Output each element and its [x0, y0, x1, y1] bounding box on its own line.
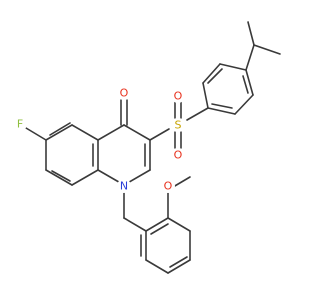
isopropyl-group	[245, 21, 281, 71]
methoxy-oxygen-label: O	[164, 180, 173, 193]
atom-fluorine: F	[13, 117, 27, 131]
atom-carbonyl-oxygen: O	[117, 86, 131, 100]
atom-sulfonyl-oxygen-upper: O	[171, 89, 185, 103]
sulfonyl-aryl-bond	[186, 107, 209, 121]
isopropylphenyl-ring	[202, 63, 254, 115]
atom-sulfur: S	[171, 118, 185, 132]
atom-ring-nitrogen: N	[117, 179, 131, 193]
methoxybenzyl-ring	[123, 217, 191, 274]
sulfonyl-carbon-bond	[149, 128, 170, 141]
atom-methoxy-oxygen: O	[161, 179, 175, 193]
fluorine-label: F	[17, 118, 23, 131]
ring-nitrogen-label: N	[120, 180, 128, 193]
pyridinone-ring	[97, 124, 151, 186]
fluoro-bond	[25, 127, 47, 141]
sulfonyl-oxygen-bonds	[174, 101, 182, 149]
sulfonyl-oxygen-lower-label: O	[174, 149, 183, 162]
carbonyl-oxygen-label: O	[120, 87, 129, 100]
molecule-structure: F O S O O N O	[13, 21, 281, 274]
sulfur-label: S	[175, 119, 182, 132]
benzo-ring	[45, 122, 99, 186]
atom-sulfonyl-oxygen-lower: O	[171, 148, 185, 162]
sulfonyl-oxygen-upper-label: O	[174, 90, 183, 103]
carbonyl-bond	[120, 99, 128, 126]
